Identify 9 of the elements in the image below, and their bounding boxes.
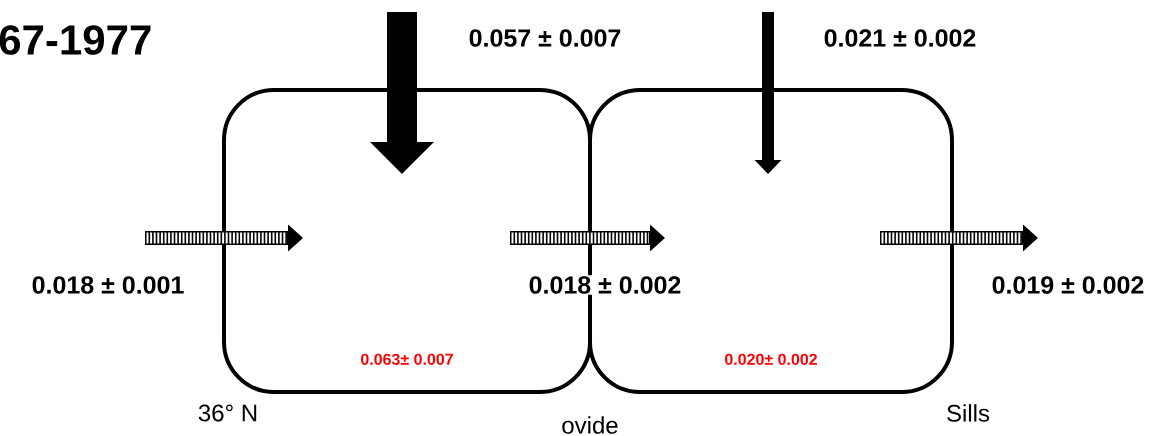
edge-label: 0.019 ± 0.002 bbox=[990, 275, 1146, 295]
edge-label: 0.021 ± 0.002 bbox=[822, 28, 978, 48]
place-label: ovide bbox=[562, 416, 618, 434]
edge-label: 0.057 ± 0.007 bbox=[467, 28, 623, 48]
place-label: 36° N bbox=[198, 404, 257, 422]
place-label: Sills bbox=[947, 404, 990, 422]
edge-label: 0.018 ± 0.001 bbox=[30, 275, 186, 295]
edge-label: 0.018 ± 0.002 bbox=[527, 275, 683, 295]
heading: 67-1977 bbox=[0, 25, 151, 55]
